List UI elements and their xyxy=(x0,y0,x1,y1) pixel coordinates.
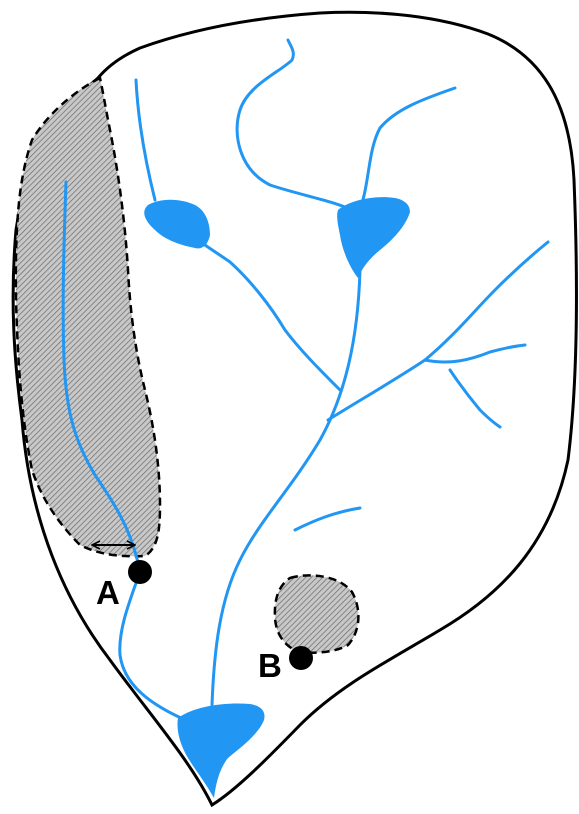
hatched-zone-b xyxy=(275,575,359,652)
point-b-marker xyxy=(289,646,313,670)
label-a: A xyxy=(96,574,120,611)
label-b: B xyxy=(258,647,282,684)
point-a-marker xyxy=(128,560,152,584)
